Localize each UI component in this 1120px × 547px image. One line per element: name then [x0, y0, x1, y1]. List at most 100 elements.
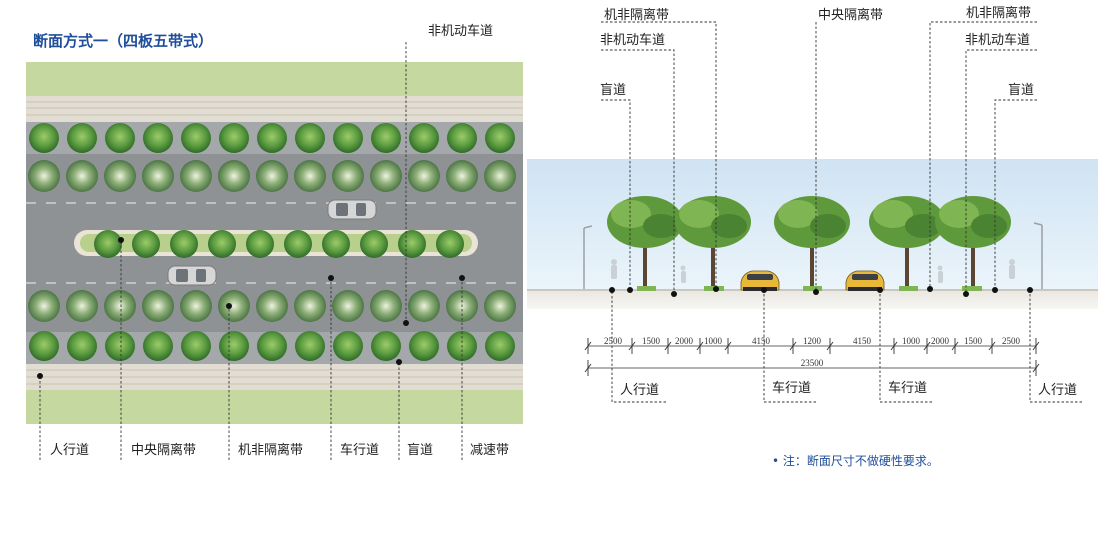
plan-tree [219, 331, 249, 361]
plan-tree [484, 290, 516, 322]
street-lamps [583, 222, 1043, 289]
plan-tree [485, 123, 515, 153]
section-tree-canopy [643, 214, 679, 238]
label-plan-tactile: 盲道 [407, 443, 434, 458]
section-tree-trunk [711, 240, 715, 290]
section-tree-trunk [810, 240, 814, 290]
leader-line [601, 21, 717, 289]
leader-dot [877, 287, 883, 293]
leader-dot [226, 303, 232, 309]
leader-dot [403, 320, 409, 326]
planter-strip [637, 286, 656, 291]
dim-total-label: 23500 [800, 358, 824, 368]
dim-label: 4150 [853, 336, 871, 346]
section-tree-canopy [905, 214, 941, 238]
leader-line [879, 290, 932, 403]
leader-dot [813, 289, 819, 295]
plan-tree [29, 331, 59, 361]
plan-tree [257, 331, 287, 361]
plan-tree [66, 290, 98, 322]
leader-dot [992, 287, 998, 293]
leader-line [601, 99, 631, 290]
plan-tree [485, 331, 515, 361]
plan-tree [294, 160, 326, 192]
leader-line [994, 99, 1037, 290]
bottom-green-belt [26, 390, 523, 424]
plan-tree [29, 123, 59, 153]
plan-tree [295, 331, 325, 361]
plan-tree [170, 230, 198, 258]
plan-tree [218, 160, 250, 192]
label-plan-non-motor-lane: 非机动车道 [428, 24, 494, 39]
dim-label: 2000 [675, 336, 693, 346]
dim-label: 1500 [642, 336, 660, 346]
plan-tree [181, 331, 211, 361]
dim-label: 1000 [704, 336, 722, 346]
section-car-2 [845, 270, 885, 291]
dim-label: 2000 [931, 336, 949, 346]
plan-tree [142, 290, 174, 322]
label-plan-carriageway: 车行道 [340, 443, 380, 458]
plan-tree [322, 230, 350, 258]
plan-tree [257, 123, 287, 153]
plan-tree [294, 290, 326, 322]
plan-tree [408, 290, 440, 322]
plan-view [26, 62, 523, 424]
top-sidewalk [26, 96, 523, 122]
page-title: 断面方式一（四板五带式） [33, 32, 214, 50]
plan-tree [333, 123, 363, 153]
leader-dot [459, 275, 465, 281]
plan-tree [105, 331, 135, 361]
leader-line [965, 49, 1037, 294]
plan-tree [370, 160, 402, 192]
planter-strip [803, 286, 822, 291]
label-section-tactile-left: 盲道 [600, 83, 627, 98]
label-section-carriageway-right: 车行道 [888, 381, 928, 396]
dim-label: 2500 [1002, 336, 1020, 346]
section-tree-trunk [643, 240, 647, 290]
plan-tree [436, 230, 464, 258]
label-section-sidewalk-left: 人行道 [620, 383, 660, 398]
label-section-tactile-right: 盲道 [1008, 83, 1035, 98]
plan-tree [446, 160, 478, 192]
plan-tree [66, 160, 98, 192]
plan-tree [371, 331, 401, 361]
plan-tree [371, 123, 401, 153]
plan-car-2 [167, 265, 217, 286]
label-section-central-median: 中央隔离带 [818, 8, 884, 23]
plan-tree [104, 290, 136, 322]
label-section-non-motor-right: 非机动车道 [965, 33, 1031, 48]
plan-tree [447, 123, 477, 153]
section-tree-canopy [679, 200, 719, 228]
leader-dot [609, 287, 615, 293]
plan-tree [143, 331, 173, 361]
plan-tree [360, 230, 388, 258]
leader-dot [713, 286, 719, 292]
planter-strip [899, 286, 918, 291]
plan-tree [408, 160, 440, 192]
plan-tree [143, 123, 173, 153]
section-tree-trunk [971, 240, 975, 290]
section-tree-canopy [971, 214, 1007, 238]
plan-tree [256, 290, 288, 322]
plan-tree [333, 331, 363, 361]
label-section-non-motor-left: 非机动车道 [600, 33, 666, 48]
section-tree-canopy [873, 200, 913, 228]
dim-label: 2500 [604, 336, 622, 346]
label-section-separator-right: 机非隔离带 [966, 6, 1032, 21]
plan-tree [398, 230, 426, 258]
plan-tree [28, 160, 60, 192]
label-plan-sidewalk: 人行道 [50, 443, 90, 458]
plan-tree [332, 160, 364, 192]
section-tree-canopy [778, 200, 818, 228]
plan-tree [284, 230, 312, 258]
label-section-separator-left: 机非隔离带 [604, 8, 670, 23]
plan-tree [181, 123, 211, 153]
dim-label: 1500 [964, 336, 982, 346]
dim-label: 1000 [902, 336, 920, 346]
section-tree-trunk [905, 240, 909, 290]
leader-dot [1027, 287, 1033, 293]
plan-tree [484, 160, 516, 192]
plan-tree [256, 160, 288, 192]
section-tree-canopy [611, 200, 651, 228]
